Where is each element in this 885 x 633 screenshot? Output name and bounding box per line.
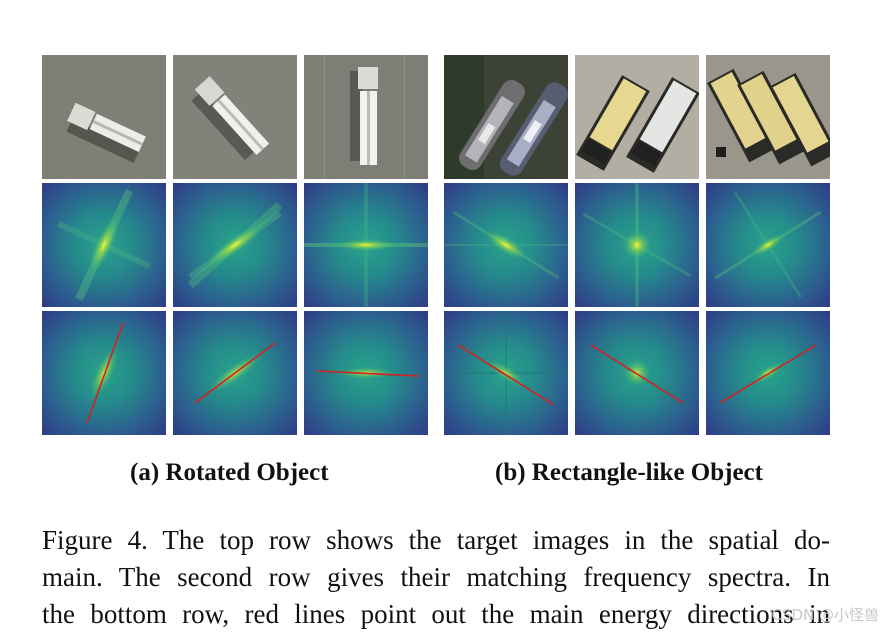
direction-line bbox=[86, 322, 124, 424]
spectrum-direction-rectlike-2 bbox=[575, 311, 699, 435]
spatial-image-rectlike-3 bbox=[706, 55, 830, 179]
subfigure-label-b: (b) Rectangle-like Object bbox=[495, 459, 763, 486]
spectrum-direction-rotated-3 bbox=[304, 311, 428, 435]
spatial-image-rotated-2 bbox=[173, 55, 297, 179]
spatial-image-rectlike-1 bbox=[444, 55, 568, 179]
spatial-image-rotated-1 bbox=[42, 55, 166, 179]
spectrum-rotated-3 bbox=[304, 183, 428, 307]
spectrum-direction-rotated-2 bbox=[173, 311, 297, 435]
caption-line-3: the bottom row, red lines point out the … bbox=[42, 599, 830, 629]
direction-line bbox=[719, 344, 817, 404]
spatial-image-rectlike-2 bbox=[575, 55, 699, 179]
spectrum-rotated-1 bbox=[42, 183, 166, 307]
direction-line bbox=[194, 342, 276, 404]
spectrum-rotated-2 bbox=[173, 183, 297, 307]
direction-line bbox=[457, 344, 555, 406]
direction-line bbox=[590, 344, 684, 404]
spectrum-rectlike-3 bbox=[706, 183, 830, 307]
spectrum-direction-rotated-1 bbox=[42, 311, 166, 435]
caption-line-2: main. The second row gives their matchin… bbox=[42, 562, 830, 592]
spectrum-direction-rectlike-1 bbox=[444, 311, 568, 435]
subfigure-label-a: (a) Rotated Object bbox=[130, 459, 329, 486]
spatial-image-rotated-3 bbox=[304, 55, 428, 179]
watermark: CSDN @小怪兽 bbox=[771, 606, 879, 624]
spectrum-rectlike-1 bbox=[444, 183, 568, 307]
spectrum-rectlike-2 bbox=[575, 183, 699, 307]
spectrum-direction-rectlike-3 bbox=[706, 311, 830, 435]
caption-line-1: Figure 4. The top row shows the target i… bbox=[42, 525, 830, 555]
figure-caption: Figure 4. The top row shows the target i… bbox=[42, 522, 830, 633]
direction-line bbox=[316, 370, 420, 377]
